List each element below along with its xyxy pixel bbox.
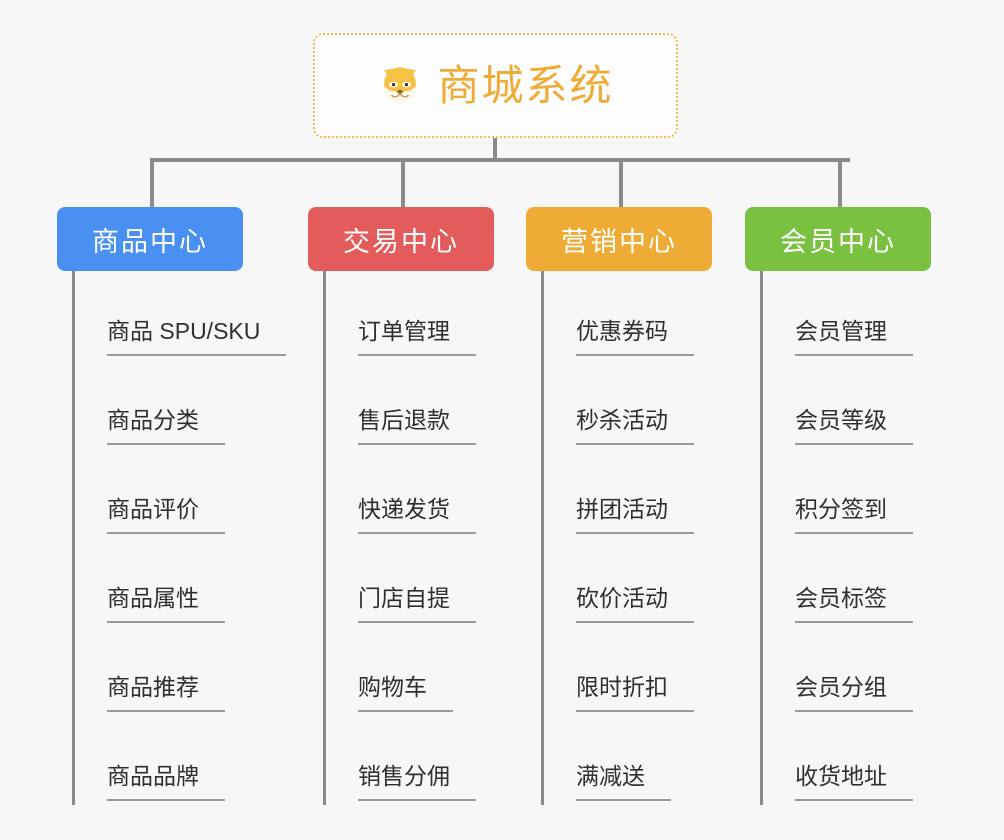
branch-header-3[interactable]: 营销中心 — [526, 207, 712, 271]
branch-header-2[interactable]: 交易中心 — [308, 207, 494, 271]
leaf-item[interactable]: 限时折扣 — [544, 627, 712, 716]
leaf-item[interactable]: 优惠券码 — [544, 271, 712, 360]
leaf-label: 订单管理 — [358, 318, 476, 356]
leaf-label: 会员分组 — [795, 674, 913, 712]
leaf-label: 商品 SPU/SKU — [107, 318, 287, 356]
leaf-label: 商品品牌 — [107, 763, 225, 801]
leaf-label: 优惠券码 — [576, 318, 694, 356]
leaf-label: 会员标签 — [795, 585, 913, 623]
leaf-label: 砍价活动 — [576, 585, 694, 623]
branch-items-4: 会员管理 会员等级 积分签到 会员标签 会员分组 收货地址 — [760, 271, 931, 805]
leaf-label: 会员等级 — [795, 407, 913, 445]
connector-drop-0 — [150, 158, 154, 208]
leaf-item[interactable]: 秒杀活动 — [544, 360, 712, 449]
leaf-item[interactable]: 会员分组 — [763, 627, 931, 716]
leaf-label: 商品推荐 — [107, 674, 225, 712]
leaf-item[interactable]: 会员等级 — [763, 360, 931, 449]
leaf-item[interactable]: 商品分类 — [75, 360, 243, 449]
leaf-label: 售后退款 — [358, 407, 476, 445]
leaf-item[interactable]: 拼团活动 — [544, 449, 712, 538]
leaf-item[interactable]: 商品品牌 — [75, 716, 243, 805]
leaf-item[interactable]: 售后退款 — [326, 360, 494, 449]
leaf-item[interactable]: 砍价活动 — [544, 538, 712, 627]
branch-column-4: 会员中心 会员管理 会员等级 积分签到 会员标签 会员分组 收货地址 — [745, 207, 931, 805]
shiba-dog-icon — [377, 63, 423, 109]
leaf-item[interactable]: 积分签到 — [763, 449, 931, 538]
leaf-label: 拼团活动 — [576, 496, 694, 534]
leaf-item[interactable]: 会员管理 — [763, 271, 931, 360]
leaf-item[interactable]: 快递发货 — [326, 449, 494, 538]
branch-column-2: 交易中心 订单管理 售后退款 快递发货 门店自提 购物车 销售分佣 — [308, 207, 494, 805]
branch-items-1: 商品 SPU/SKU 商品分类 商品评价 商品属性 商品推荐 商品品牌 — [72, 271, 287, 805]
branch-header-4[interactable]: 会员中心 — [745, 207, 931, 271]
leaf-item[interactable]: 销售分佣 — [326, 716, 494, 805]
leaf-item[interactable]: 满减送 — [544, 716, 712, 805]
leaf-label: 门店自提 — [358, 585, 476, 623]
branch-header-1[interactable]: 商品中心 — [57, 207, 243, 271]
leaf-label: 收货地址 — [795, 763, 913, 801]
leaf-item[interactable]: 订单管理 — [326, 271, 494, 360]
branch-items-3: 优惠券码 秒杀活动 拼团活动 砍价活动 限时折扣 满减送 — [541, 271, 712, 805]
leaf-label: 会员管理 — [795, 318, 913, 356]
branch-column-3: 营销中心 优惠券码 秒杀活动 拼团活动 砍价活动 限时折扣 满减送 — [526, 207, 712, 805]
leaf-item[interactable]: 商品评价 — [75, 449, 243, 538]
connector-drop-2 — [619, 158, 623, 208]
leaf-label: 快递发货 — [358, 496, 476, 534]
leaf-label: 限时折扣 — [576, 674, 694, 712]
leaf-label: 积分签到 — [795, 496, 913, 534]
leaf-item[interactable]: 购物车 — [326, 627, 494, 716]
connector-root-stem — [493, 138, 497, 162]
leaf-label: 商品评价 — [107, 496, 225, 534]
leaf-label: 商品分类 — [107, 407, 225, 445]
leaf-item[interactable]: 商品推荐 — [75, 627, 243, 716]
branch-column-1: 商品中心 商品 SPU/SKU 商品分类 商品评价 商品属性 商品推荐 商品品牌 — [57, 207, 287, 805]
leaf-label: 商品属性 — [107, 585, 225, 623]
root-title: 商城系统 — [437, 61, 614, 109]
connector-drop-3 — [838, 158, 842, 208]
leaf-item[interactable]: 商品属性 — [75, 538, 243, 627]
leaf-item[interactable]: 会员标签 — [763, 538, 931, 627]
leaf-item[interactable]: 收货地址 — [763, 716, 931, 805]
leaf-label: 满减送 — [576, 763, 671, 801]
branch-items-2: 订单管理 售后退款 快递发货 门店自提 购物车 销售分佣 — [323, 271, 494, 805]
root-node[interactable]: 商城系统 — [313, 33, 678, 138]
leaf-label: 秒杀活动 — [576, 407, 694, 445]
leaf-item[interactable]: 门店自提 — [326, 538, 494, 627]
leaf-label: 销售分佣 — [358, 763, 476, 801]
connector-drop-1 — [401, 158, 405, 208]
connector-horizontal-bus — [150, 158, 850, 162]
leaf-label: 购物车 — [358, 674, 453, 712]
leaf-item[interactable]: 商品 SPU/SKU — [75, 271, 287, 360]
